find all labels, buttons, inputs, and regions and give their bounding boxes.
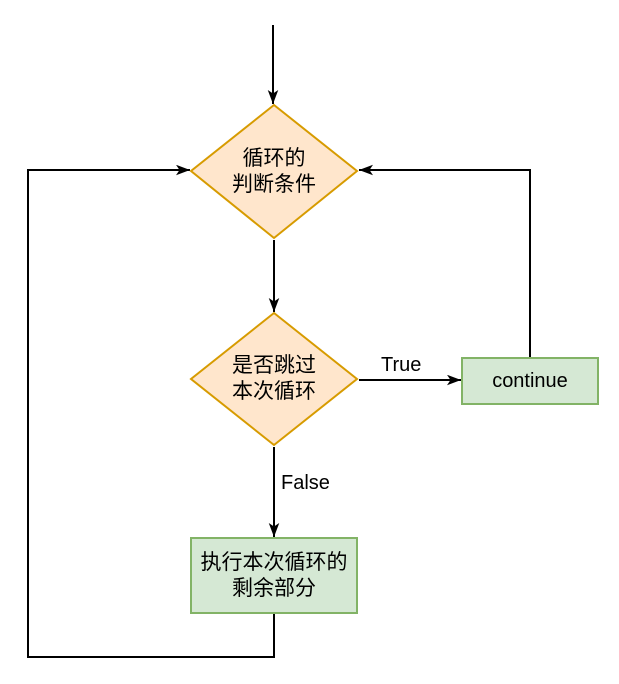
edge-loop-back [27, 164, 275, 658]
process-continue-shape [461, 357, 599, 405]
process-rest-of-loop-shape [190, 537, 358, 614]
decision-skip-iteration-shape [189, 311, 359, 447]
decision-loop-condition-shape [189, 103, 359, 240]
edge-continue-return-loop [359, 164, 531, 357]
